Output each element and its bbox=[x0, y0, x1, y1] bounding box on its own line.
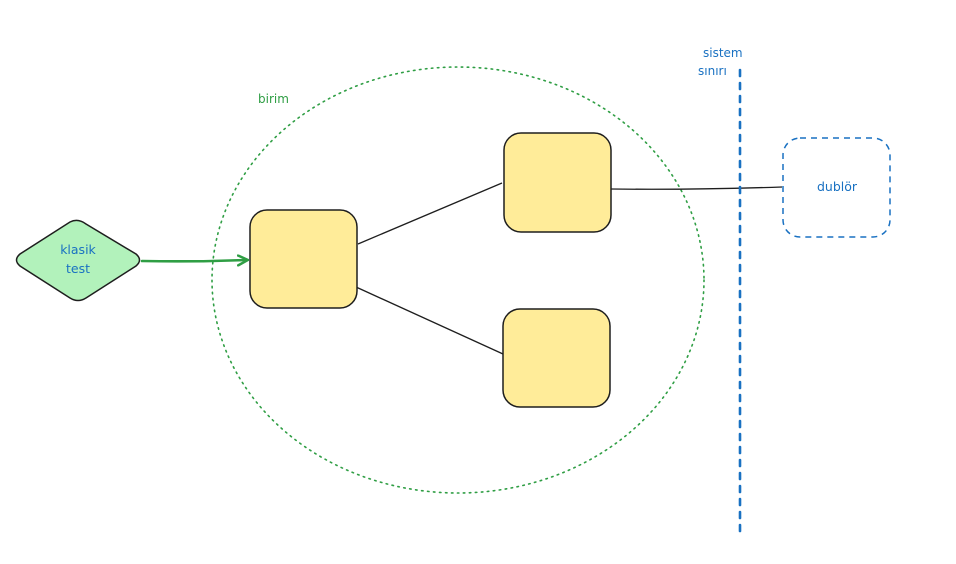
unit-boundary-circle[interactable] bbox=[211, 66, 705, 494]
double-box[interactable] bbox=[782, 137, 891, 238]
classic-test-label-line2: test bbox=[66, 261, 90, 276]
connector-center-to-bottom[interactable] bbox=[355, 286, 504, 355]
system-boundary-label-line1: sistem bbox=[703, 46, 743, 60]
system-boundary-label-line2: sınırı bbox=[698, 64, 727, 78]
unit-label: birim bbox=[258, 92, 289, 106]
test-arrow[interactable] bbox=[140, 260, 247, 261]
unit-node-bottom[interactable] bbox=[502, 308, 611, 408]
classic-test-diamond[interactable] bbox=[15, 219, 141, 302]
unit-node-center[interactable] bbox=[249, 209, 358, 309]
connector-center-to-top[interactable] bbox=[357, 182, 503, 245]
unit-node-top[interactable] bbox=[503, 132, 612, 233]
connector-top-to-double[interactable] bbox=[610, 186, 783, 190]
double-label: dublör bbox=[817, 179, 858, 194]
classic-test-label-line1: klasik bbox=[60, 242, 96, 257]
